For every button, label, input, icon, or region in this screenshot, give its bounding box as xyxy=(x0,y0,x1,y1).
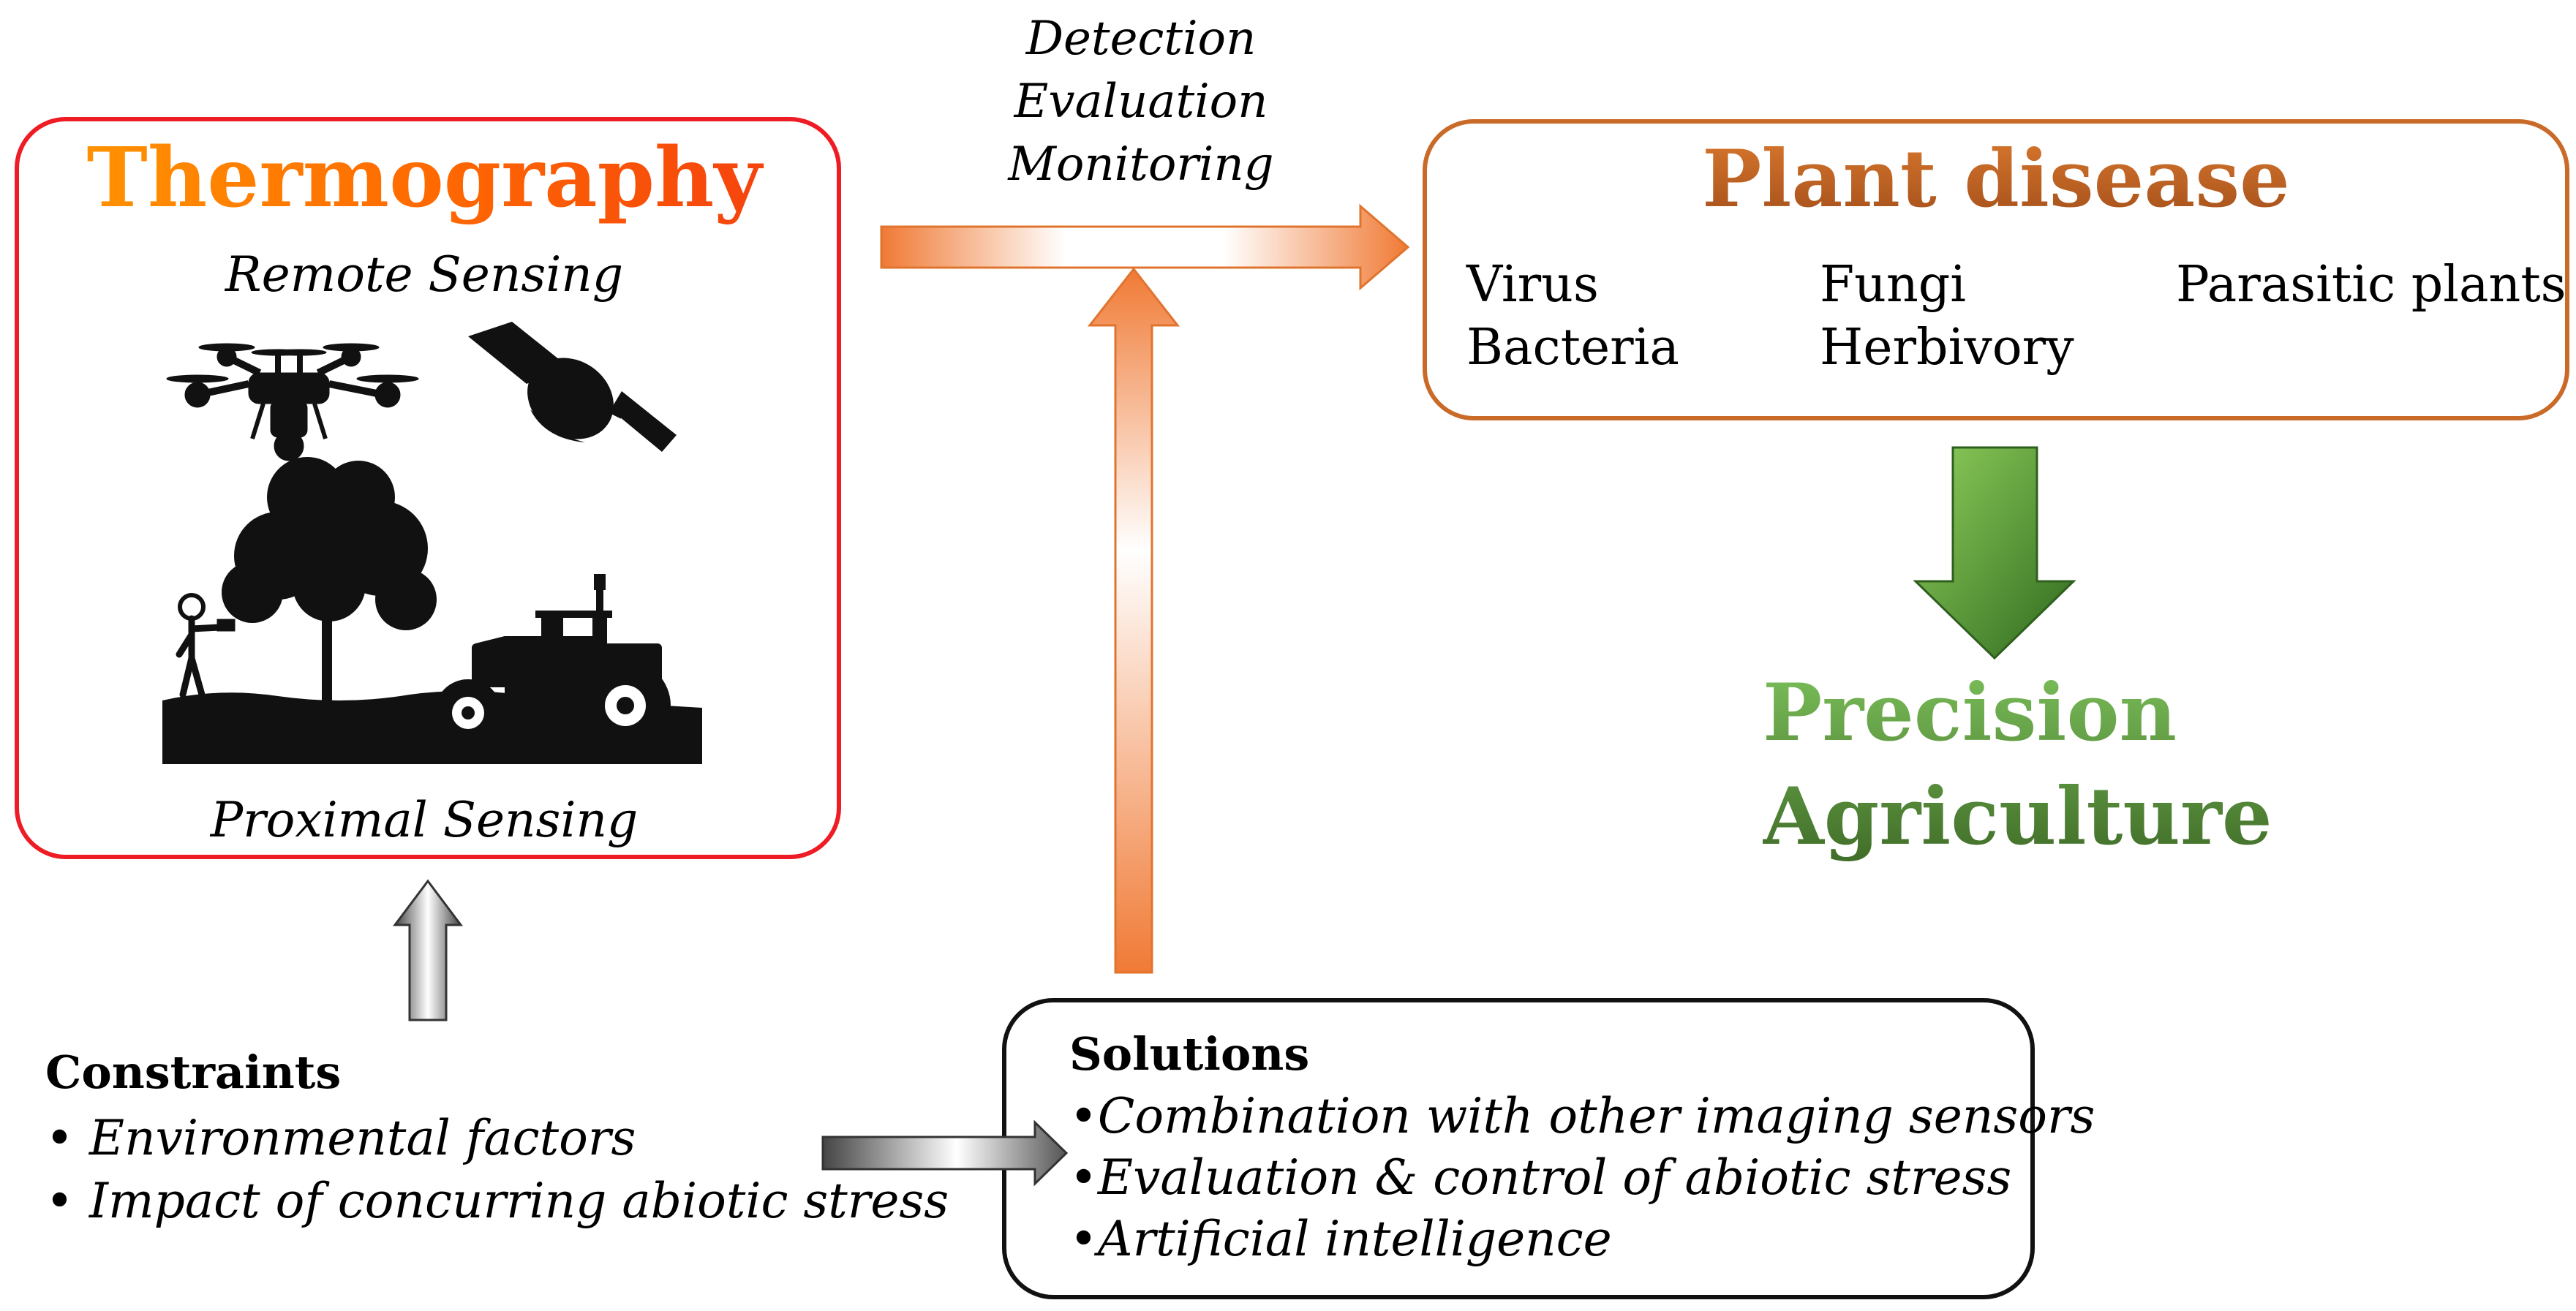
satellite-icon xyxy=(468,322,677,452)
solution-item-abiotic: •Evaluation & control of abiotic stress xyxy=(1069,1149,2012,1206)
precision-line2: Agriculture xyxy=(1763,771,2272,863)
precision-agriculture-title: Precision Agriculture xyxy=(1763,662,2272,868)
tree-icon xyxy=(222,457,437,702)
proximal-sensing-label: Proximal Sensing xyxy=(210,792,639,848)
arrow-to-plant-disease xyxy=(880,203,1410,291)
disease-item-bacteria: Bacteria xyxy=(1466,319,1679,377)
arrow-constraints-up xyxy=(393,879,463,1021)
arrow-constraints-right xyxy=(821,1119,1069,1187)
thermography-title: Thermography xyxy=(0,130,848,226)
constraints-heading: Constraints xyxy=(45,1046,342,1099)
monitoring-label: Monitoring xyxy=(1008,137,1274,192)
tractor-icon xyxy=(434,574,671,751)
drone-icon xyxy=(166,343,419,461)
arrow-from-solutions xyxy=(1087,267,1180,974)
person-icon xyxy=(176,593,236,698)
plant-disease-title: Plant disease xyxy=(1423,133,2569,225)
constraint-item: • Impact of concurring abiotic stress xyxy=(45,1173,949,1229)
constraint-item: • Environmental factors xyxy=(45,1110,636,1166)
solutions-heading: Solutions xyxy=(1069,1027,1310,1081)
solutions-box xyxy=(1002,998,2035,1299)
detection-label: Detection xyxy=(1025,12,1257,66)
disease-item-herbivory: Herbivory xyxy=(1820,319,2074,377)
evaluation-label: Evaluation xyxy=(1014,75,1268,129)
constraint-text-environmental: • Environmental factors xyxy=(45,1110,636,1166)
ground-shape xyxy=(162,691,702,764)
arrow-to-precision xyxy=(1913,446,2076,660)
remote-sensing-label: Remote Sensing xyxy=(225,246,624,303)
disease-item-parasitic-plants: Parasitic plants xyxy=(2176,256,2566,314)
disease-item-virus: Virus xyxy=(1466,256,1599,314)
solution-item-imaging: •Combination with other imaging sensors xyxy=(1069,1088,2095,1144)
constraint-text-abiotic: • Impact of concurring abiotic stress xyxy=(45,1173,949,1229)
precision-line1: Precision xyxy=(1763,667,2177,759)
solution-item-ai: •Artificial intelligence xyxy=(1069,1211,1612,1267)
disease-item-fungi: Fungi xyxy=(1820,256,1967,314)
plant-disease-box xyxy=(1423,119,2569,420)
